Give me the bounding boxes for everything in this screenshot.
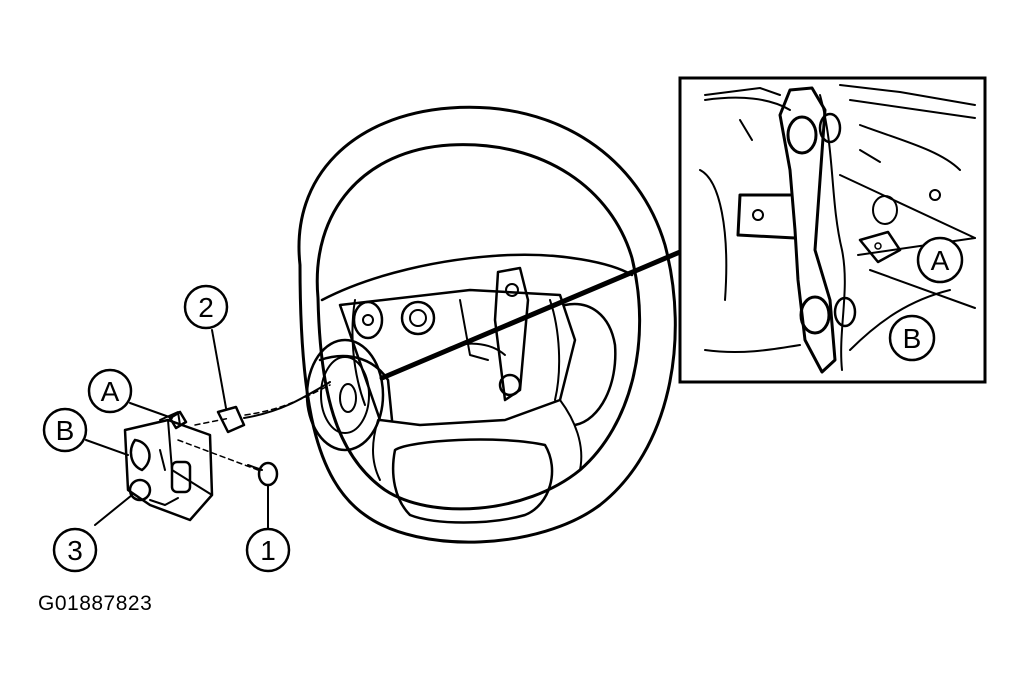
retaining-bolt xyxy=(168,410,188,430)
callout-3-label: 3 xyxy=(67,535,83,566)
steering-wheel xyxy=(297,105,677,544)
inset-callout-b: B xyxy=(888,314,936,362)
connector xyxy=(216,381,331,434)
inset-callout-a-label: A xyxy=(931,245,950,276)
figure-id: G01887823 xyxy=(38,592,153,615)
screw xyxy=(247,461,279,487)
callout-b-label: B xyxy=(56,415,75,446)
switch-module xyxy=(123,411,214,522)
callout-2: 2 xyxy=(183,284,229,330)
assembly-line-connector xyxy=(194,417,231,426)
leader-2 xyxy=(211,329,227,409)
inset-leader-line xyxy=(379,249,683,381)
inset-detail xyxy=(678,76,987,384)
callout-a: A xyxy=(87,368,133,414)
leader-3 xyxy=(94,494,133,526)
callout-b: B xyxy=(42,407,88,453)
callout-1: 1 xyxy=(245,527,291,573)
inset-callout-b-label: B xyxy=(903,323,922,354)
leader-b xyxy=(85,439,129,456)
inset-callout-a: A xyxy=(916,236,964,284)
leader-a xyxy=(129,402,173,419)
assembly-line-screw xyxy=(177,439,259,471)
callout-a-label: A xyxy=(101,376,120,407)
callout-1-label: 1 xyxy=(260,535,276,566)
callout-2-label: 2 xyxy=(198,292,214,323)
callout-3: 3 xyxy=(52,527,98,573)
